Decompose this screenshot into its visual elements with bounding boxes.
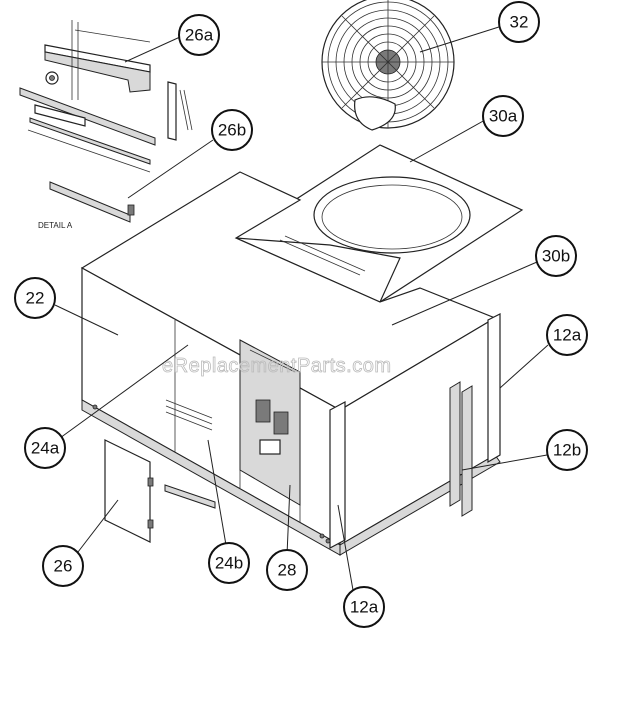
callout-12a-bottom: 12a — [343, 586, 385, 628]
callout-26a: 26a — [178, 14, 220, 56]
callout-label: 26 — [54, 557, 73, 576]
callout-label: 12b — [553, 441, 581, 460]
callout-30b: 30b — [535, 235, 577, 277]
callout-label: 24b — [215, 554, 243, 573]
callout-label: 12a — [553, 326, 582, 345]
callout-label: 26b — [218, 121, 246, 140]
callout-26: 26 — [42, 545, 84, 587]
callout-label: 12a — [350, 598, 379, 617]
main-cabinet — [80, 171, 501, 556]
callout-24a: 24a — [24, 427, 66, 469]
access-panel — [104, 439, 154, 543]
callout-32: 32 — [498, 1, 540, 43]
callout-label: 28 — [278, 561, 297, 580]
callout-22: 22 — [14, 277, 56, 319]
callout-label: 32 — [510, 13, 529, 32]
detail-a-label: DETAIL A — [38, 221, 73, 230]
leader-lines — [54, 25, 549, 591]
watermark: eReplacementParts.com — [162, 355, 391, 377]
callout-26b: 26b — [211, 109, 253, 151]
callout-12b: 12b — [546, 429, 588, 471]
callout-label: 24a — [31, 439, 60, 458]
callout-label: 22 — [26, 289, 45, 308]
detail-a-assembly: DETAIL A — [19, 20, 193, 230]
callout-24b: 24b — [208, 542, 250, 584]
callout-28: 28 — [266, 549, 308, 591]
callout-label: 30b — [542, 247, 570, 266]
fan-guard — [321, 0, 455, 131]
callout-12a-top: 12a — [546, 314, 588, 356]
callout-label: 30a — [489, 107, 518, 126]
callout-label: 26a — [185, 26, 214, 45]
callout-30a: 30a — [482, 95, 524, 137]
